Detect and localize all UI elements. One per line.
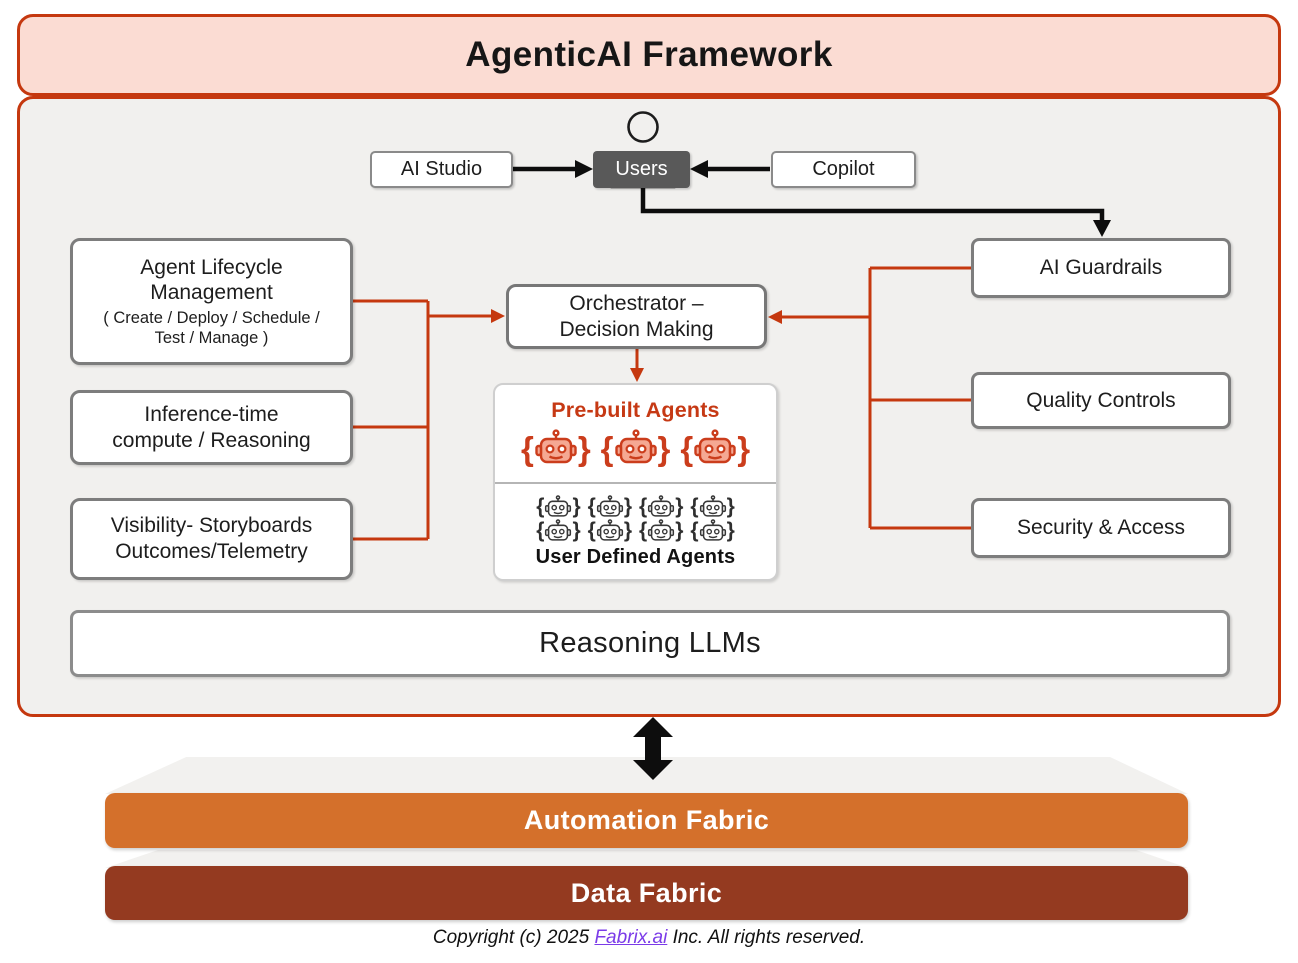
page-title: AgenticAI Framework [465, 35, 833, 74]
robot-agent-icon: {} [639, 518, 684, 542]
agent-lifecycle-box: Agent Lifecycle Management ( Create / De… [70, 238, 353, 365]
data-fabric-bar: Data Fabric [105, 866, 1188, 920]
data-fabric-label: Data Fabric [570, 877, 723, 908]
security-access-box: Security & Access [971, 498, 1231, 558]
fabrix-link[interactable]: Fabrix.ai [594, 927, 668, 948]
visibility-line2: Outcomes/Telemetry [115, 540, 308, 563]
robot-agent-icon: {} [520, 429, 591, 467]
data-fabric-top-face [105, 850, 1188, 868]
prebuilt-agents-label: Pre-built Agents [551, 398, 720, 422]
ai-guardrails-label: AI Guardrails [1039, 256, 1163, 280]
reasoning-llms-box: Reasoning LLMs [70, 610, 1230, 677]
robot-agent-icon: {} [587, 518, 632, 542]
framework-banner: AgenticAI Framework [17, 14, 1281, 96]
visibility-line1: Visibility- Storyboards [110, 514, 313, 538]
user-robot-row-1: {}{}{}{} [536, 494, 735, 519]
users-label: Users [615, 158, 668, 180]
agent-lifecycle-line2: Management [150, 281, 273, 305]
automation-fabric-label: Automation Fabric [523, 805, 770, 835]
robot-agent-icon: {} [600, 429, 671, 467]
agent-lifecycle-sub1: ( Create / Deploy / Schedule / [103, 308, 320, 327]
orchestrator-box: Orchestrator – Decision Making [506, 284, 767, 349]
automation-fabric-top-face [105, 757, 1188, 794]
copilot-box: Copilot [771, 151, 916, 188]
robot-agent-icon: {} [639, 494, 684, 518]
robot-agent-icon: {} [587, 494, 632, 518]
users-box: Users [593, 151, 690, 188]
agents-box: Pre-built Agents {}{}{} {}{}{}{} {}{}{}{… [493, 383, 778, 581]
ai-studio-label: AI Studio [400, 158, 483, 180]
quality-controls-label: Quality Controls [1026, 388, 1176, 412]
copyright-suffix: Inc. All rights reserved. [667, 927, 866, 948]
reasoning-llms-label: Reasoning LLMs [539, 626, 761, 659]
user-defined-agents-label: User Defined Agents [535, 545, 736, 568]
robot-agent-icon: {} [680, 429, 751, 467]
visibility-box: Visibility- Storyboards Outcomes/Telemet… [70, 498, 353, 580]
copilot-label: Copilot [812, 158, 875, 180]
automation-fabric-bar: Automation Fabric [105, 793, 1188, 848]
robot-agent-icon: {} [690, 518, 735, 542]
inference-line1: Inference-time [144, 402, 279, 426]
orchestrator-line1: Orchestrator – [569, 291, 704, 315]
copyright-prefix: Copyright (c) 2025 [432, 927, 595, 948]
robot-agent-icon: {} [690, 494, 735, 518]
copyright-line: Copyright (c) 2025 Fabrix.ai Inc. All ri… [0, 927, 1298, 949]
robot-agent-icon: {} [536, 518, 581, 542]
inference-compute-box: Inference-time compute / Reasoning [70, 390, 353, 465]
ai-guardrails-box: AI Guardrails [971, 238, 1231, 298]
agent-lifecycle-line1: Agent Lifecycle [140, 255, 283, 279]
ai-studio-box: AI Studio [370, 151, 513, 188]
agent-lifecycle-sub2: Test / Manage ) [154, 329, 269, 348]
prebuilt-agents-section: Pre-built Agents {}{}{} [495, 385, 776, 484]
robot-agent-icon: {} [536, 494, 581, 518]
user-defined-agents-section: {}{}{}{} {}{}{}{} User Defined Agents [495, 484, 776, 579]
orchestrator-line2: Decision Making [559, 317, 714, 341]
user-robot-row-2: {}{}{}{} [536, 518, 735, 543]
security-access-label: Security & Access [1016, 516, 1186, 540]
quality-controls-box: Quality Controls [971, 372, 1231, 429]
inference-line2: compute / Reasoning [112, 428, 311, 452]
prebuilt-robot-row: {}{}{} [521, 429, 750, 467]
